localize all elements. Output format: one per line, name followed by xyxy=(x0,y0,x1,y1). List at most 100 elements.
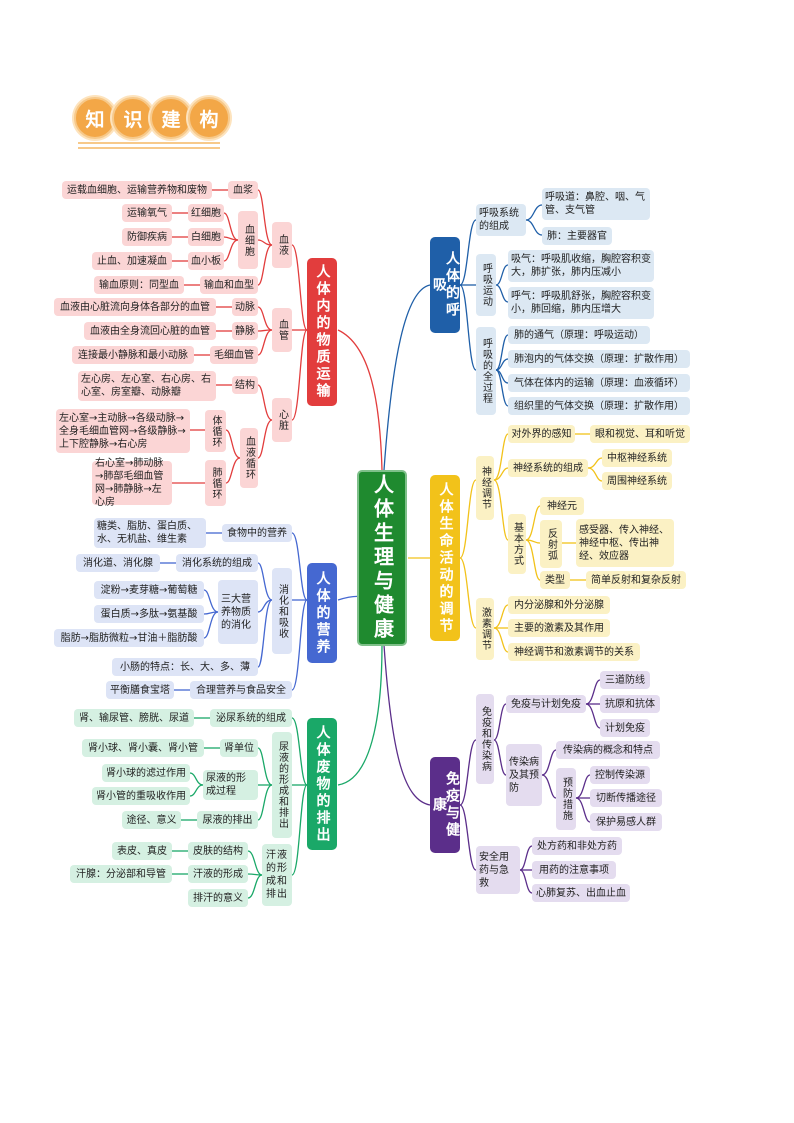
node: 左心房、左心室、右心房、右心室、房室瓣、动脉瓣 xyxy=(78,371,216,401)
node: 左心室→主动脉→各级动脉→全身毛细血管网→各级静脉→上下腔静脉→右心房 xyxy=(56,409,190,453)
node: 消化系统的组成 xyxy=(176,554,258,572)
node: 尿液的形成过程 xyxy=(203,770,258,800)
header-char: 知 xyxy=(74,97,116,139)
node: 白细胞 xyxy=(188,228,224,246)
node: 血液由心脏流向身体各部分的血管 xyxy=(54,298,216,316)
node: 计划免疫 xyxy=(600,719,650,737)
node: 内分泌腺和外分泌腺 xyxy=(508,596,610,614)
link-transport xyxy=(337,329,383,471)
node: 小肠的特点：长、大、多、薄 xyxy=(112,658,258,676)
node: 抗原和抗体 xyxy=(600,695,660,713)
header-underline xyxy=(78,147,220,149)
node: 类型 xyxy=(540,571,570,589)
node: 右心室→肺动脉→肺部毛细血管网→肺静脉→左心房 xyxy=(92,458,172,508)
node: 肾小球、肾小囊、肾小管 xyxy=(82,739,204,757)
node: 防御疾病 xyxy=(122,228,172,246)
node: 汗液的形成和排出 xyxy=(262,844,292,906)
node: 肺的通气（原理：呼吸运动） xyxy=(508,326,650,344)
branch-transport: 人体内的物质运输 xyxy=(307,258,337,406)
node: 吸气：呼吸肌收缩，胸腔容积变大，肺扩张，肺内压减小 xyxy=(508,250,654,282)
node: 控制传染源 xyxy=(590,766,650,784)
node: 运载血细胞、运输营养物和废物 xyxy=(62,181,212,199)
branch-breath: 人体的呼吸 xyxy=(430,237,460,333)
link-waste xyxy=(337,644,383,786)
node: 蛋白质→多肽→氨基酸 xyxy=(94,605,204,623)
node: 三大营养物质的消化 xyxy=(218,580,258,644)
node: 静脉 xyxy=(232,322,258,340)
node: 反射弧 xyxy=(540,520,562,568)
node: 神经调节 xyxy=(476,456,494,520)
node: 淀粉→麦芽糖→葡萄糖 xyxy=(94,581,204,599)
header-char: 建 xyxy=(150,97,192,139)
branch-regulation: 人体生命活动的调节 xyxy=(430,475,460,641)
branch-waste: 人体废物的排出 xyxy=(307,718,337,850)
node: 神经元 xyxy=(540,497,584,515)
node: 汗液的形成 xyxy=(188,865,248,883)
node: 消化道、消化腺 xyxy=(76,554,160,572)
node: 肾、输尿管、膀胱、尿道 xyxy=(74,709,194,727)
node: 处方药和非处方药 xyxy=(532,837,622,855)
node: 神经系统的组成 xyxy=(508,459,588,477)
node: 肺：主要器官 xyxy=(542,227,612,245)
node: 泌尿系统的组成 xyxy=(210,709,292,727)
link-breath xyxy=(383,284,431,471)
node: 肾小球的滤过作用 xyxy=(102,764,190,782)
branch-nutrition: 人体的营养 xyxy=(307,563,337,663)
node: 尿液的形成和排出 xyxy=(272,732,292,838)
node: 合理营养与食品安全 xyxy=(190,681,292,699)
node: 血液循环 xyxy=(240,428,258,488)
node: 基本方式 xyxy=(508,514,526,574)
node: 免疫与计划免疫 xyxy=(506,695,586,713)
node: 毛细血管 xyxy=(210,346,258,364)
node: 血浆 xyxy=(228,181,258,199)
node: 血液由全身流回心脏的血管 xyxy=(84,322,216,340)
node: 消化和吸收 xyxy=(272,568,292,654)
node: 切断传播途径 xyxy=(590,789,662,807)
node: 主要的激素及其作用 xyxy=(508,619,610,637)
node: 感受器、传入神经、神经中枢、传出神经、效应器 xyxy=(576,519,674,567)
node: 血液 xyxy=(272,222,292,268)
node: 血小板 xyxy=(188,252,224,270)
node: 呼吸的全过程 xyxy=(476,327,496,415)
node: 血管 xyxy=(272,308,292,352)
node: 呼吸运动 xyxy=(476,254,496,316)
node: 呼吸道：鼻腔、咽、气管、支气管 xyxy=(542,188,650,220)
node: 保护易感人群 xyxy=(590,813,662,831)
node: 神经调节和激素调节的关系 xyxy=(508,643,640,661)
node: 组织里的气体交换（原理：扩散作用） xyxy=(508,397,690,415)
node: 结构 xyxy=(232,376,258,394)
node: 血细胞 xyxy=(238,211,258,269)
node: 周围神经系统 xyxy=(602,472,672,490)
header-char: 识 xyxy=(112,97,154,139)
node: 动脉 xyxy=(232,298,258,316)
node: 传染病及其预防 xyxy=(506,744,542,806)
node: 输血和血型 xyxy=(200,276,258,294)
node: 汗腺：分泌部和导管 xyxy=(70,865,172,883)
node: 对外界的感知 xyxy=(508,425,575,443)
node: 途径、意义 xyxy=(122,811,181,829)
node: 心脏 xyxy=(272,398,292,442)
node: 连接最小静脉和最小动脉 xyxy=(72,346,194,364)
node: 运输氧气 xyxy=(122,204,172,222)
node: 安全用药与急救 xyxy=(476,846,520,894)
node: 肾单位 xyxy=(220,739,258,757)
node: 止血、加速凝血 xyxy=(92,252,172,270)
node: 用药的注意事项 xyxy=(532,861,616,879)
node: 平衡膳食宝塔 xyxy=(106,681,174,699)
node: 食物中的营养 xyxy=(222,524,292,542)
section-header: 知 识 建 构 xyxy=(74,97,230,139)
node: 激素调节 xyxy=(476,598,494,660)
node: 肺循环 xyxy=(205,460,226,506)
node: 糖类、脂肪、蛋白质、水、无机盐、维生素 xyxy=(94,518,206,548)
node: 皮肤的结构 xyxy=(188,842,248,860)
node: 预防措施 xyxy=(556,768,576,830)
node: 眼和视觉、耳和听觉 xyxy=(590,425,690,443)
node: 输血原则：同型血 xyxy=(94,276,184,294)
node: 肾小管的重吸收作用 xyxy=(92,787,190,805)
link-immune xyxy=(383,644,431,806)
header-char: 构 xyxy=(188,97,230,139)
node: 肺泡内的气体交换（原理：扩散作用） xyxy=(508,350,690,368)
node: 尿液的排出 xyxy=(197,811,258,829)
node: 呼吸系统的组成 xyxy=(476,204,526,236)
